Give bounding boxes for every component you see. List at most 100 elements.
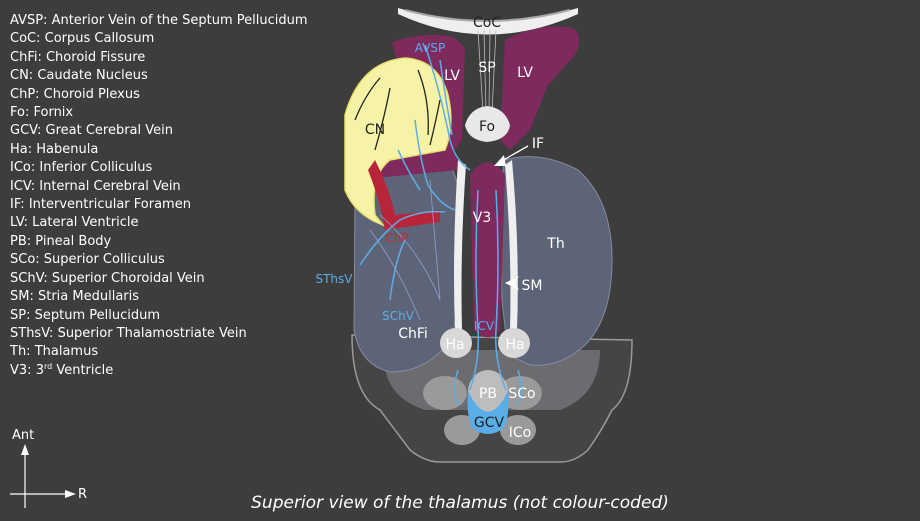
legend-abbr: PB: bbox=[10, 233, 36, 249]
legend-item-ico: ICo: Inferior Colliculus bbox=[10, 159, 308, 177]
legend-abbr: CoC: bbox=[10, 31, 45, 47]
legend-abbr: SChV: bbox=[10, 270, 52, 286]
label-ico: ICo bbox=[509, 425, 531, 441]
fornix bbox=[465, 106, 510, 142]
legend-item-sthsv: SThsV: Superior Thalamostriate Vein bbox=[10, 325, 308, 343]
compass-arrows-icon bbox=[10, 444, 76, 508]
label-schv: SChV bbox=[382, 309, 415, 323]
label-th: Th bbox=[546, 236, 564, 252]
legend-full: Superior Thalamostriate Vein bbox=[57, 325, 247, 341]
legend-full: Inferior Colliculus bbox=[39, 160, 153, 176]
legend-item-cn: CN: Caudate Nucleus bbox=[10, 67, 308, 85]
legend-abbr: CN: bbox=[10, 68, 38, 84]
legend-item-lv: LV: Lateral Ventricle bbox=[10, 214, 308, 232]
legend-full: Habenula bbox=[36, 141, 99, 157]
caudate-lines bbox=[354, 69, 441, 151]
label-sm: SM bbox=[522, 278, 543, 294]
left-habenula bbox=[440, 328, 472, 358]
legend-full: Corpus Callosum bbox=[44, 31, 155, 47]
legend-abbr: IF: bbox=[10, 197, 29, 213]
legend-item-ha: Ha: Habenula bbox=[10, 141, 308, 159]
label-lv-left: LV bbox=[444, 68, 460, 84]
legend-abbr: ChP: bbox=[10, 86, 44, 102]
compass-right-label: R bbox=[78, 487, 88, 502]
label-ha-right: Ha bbox=[505, 337, 524, 353]
legend-item-chp: ChP: Choroid Plexus bbox=[10, 86, 308, 104]
right-lateral-ventricle bbox=[500, 26, 580, 150]
legend-full: Pineal Body bbox=[35, 233, 112, 249]
label-cn: CN bbox=[365, 122, 385, 138]
label-fo: Fo bbox=[479, 119, 495, 135]
label-if: IF bbox=[532, 136, 544, 152]
legend-item-pb: PB: Pineal Body bbox=[10, 233, 308, 251]
legend-item-gcv: GCV: Great Cerebral Vein bbox=[10, 122, 308, 140]
legend-full: 3 bbox=[35, 362, 44, 378]
corpus-callosum bbox=[398, 8, 578, 35]
legend-full: Internal Cerebral Vein bbox=[39, 178, 181, 194]
right-inferior-colliculus bbox=[500, 415, 536, 445]
legend-item-chfi: ChFi: Choroid Fissure bbox=[10, 49, 308, 67]
legend-abbr: ICV: bbox=[10, 178, 40, 194]
label-chfi: ChFi bbox=[398, 326, 428, 342]
legend-item-if: IF: Interventricular Foramen bbox=[10, 196, 308, 214]
label-lv-right: LV bbox=[517, 65, 533, 81]
legend-full: Choroid Fissure bbox=[45, 49, 146, 65]
label-coc: CoC bbox=[473, 15, 501, 31]
legend-full: Superior Colliculus bbox=[43, 252, 165, 268]
great-cerebral-vein bbox=[467, 390, 509, 434]
left-superior-colliculus bbox=[423, 376, 467, 410]
faint-veins bbox=[369, 179, 441, 321]
arrows bbox=[494, 145, 529, 290]
legend-abbr: LV: bbox=[10, 215, 33, 231]
legend-full: Anterior Vein of the Septum Pellucidum bbox=[51, 13, 308, 28]
legend-full: Thalamus bbox=[34, 344, 99, 360]
legend-full: Stria Medullaris bbox=[37, 289, 140, 305]
right-superior-colliculus bbox=[498, 376, 542, 410]
legend-abbr: ChFi: bbox=[10, 49, 46, 65]
compass-up-label: Ant bbox=[12, 428, 35, 443]
label-sthsv: SThsV bbox=[315, 272, 353, 286]
legend-full: Septum Pellucidum bbox=[34, 307, 160, 323]
legend-item-sp: SP: Septum Pellucidum bbox=[10, 307, 308, 325]
orientation-compass: Ant R bbox=[8, 428, 88, 512]
corpus-callosum-gray bbox=[404, 9, 571, 22]
legend-item-schv: SChV: Superior Choroidal Vein bbox=[10, 270, 308, 288]
label-pb: PB bbox=[479, 386, 497, 402]
third-ventricle bbox=[470, 162, 505, 338]
legend-item-v3: V3: 3rd Ventricle bbox=[10, 362, 308, 380]
legend-abbr: SThsV: bbox=[10, 325, 58, 341]
label-icv: ICV bbox=[474, 319, 495, 333]
legend-abbr: SP: bbox=[10, 307, 35, 323]
legend-list: AVSP: Anterior Vein of the Septum Pelluc… bbox=[10, 12, 308, 380]
legend-item-sm: SM: Stria Medullaris bbox=[10, 288, 308, 306]
label-avsp: AVSP bbox=[415, 41, 446, 55]
legend-abbr: Th: bbox=[10, 344, 35, 360]
legend-abbr: V3: bbox=[10, 362, 36, 378]
legend-full-suffix: Ventricle bbox=[52, 362, 114, 378]
legend-full: Caudate Nucleus bbox=[37, 68, 148, 84]
veins bbox=[359, 44, 523, 406]
legend-abbr: ICo: bbox=[10, 160, 40, 176]
pineal-body bbox=[468, 370, 508, 414]
label-ha-left: Ha bbox=[445, 337, 464, 353]
label-sco: SCo bbox=[508, 386, 535, 402]
legend-abbr: AVSP: bbox=[10, 13, 52, 28]
right-thalamus bbox=[499, 156, 613, 366]
legend-full: Interventricular Foramen bbox=[28, 197, 191, 213]
legend-item-avsp: AVSP: Anterior Vein of the Septum Pelluc… bbox=[10, 12, 308, 30]
legend-abbr: Fo: bbox=[10, 105, 34, 121]
legend-full: Lateral Ventricle bbox=[32, 215, 139, 231]
legend-item-sco: SCo: Superior Colliculus bbox=[10, 251, 308, 269]
stria-medullaris-left bbox=[454, 160, 466, 330]
legend-full: Great Cerebral Vein bbox=[45, 123, 174, 139]
legend-full: Choroid Plexus bbox=[43, 86, 140, 102]
septum-lines bbox=[477, 29, 497, 113]
figure-caption: Superior view of the thalamus (not colou… bbox=[251, 493, 669, 513]
legend-full: Fornix bbox=[33, 105, 74, 121]
legend-superscript: rd bbox=[43, 361, 53, 371]
legend-item-icv: ICV: Internal Cerebral Vein bbox=[10, 178, 308, 196]
legend-item-th: Th: Thalamus bbox=[10, 343, 308, 361]
legend-abbr: GCV: bbox=[10, 123, 46, 139]
label-sp: SP bbox=[478, 60, 495, 76]
